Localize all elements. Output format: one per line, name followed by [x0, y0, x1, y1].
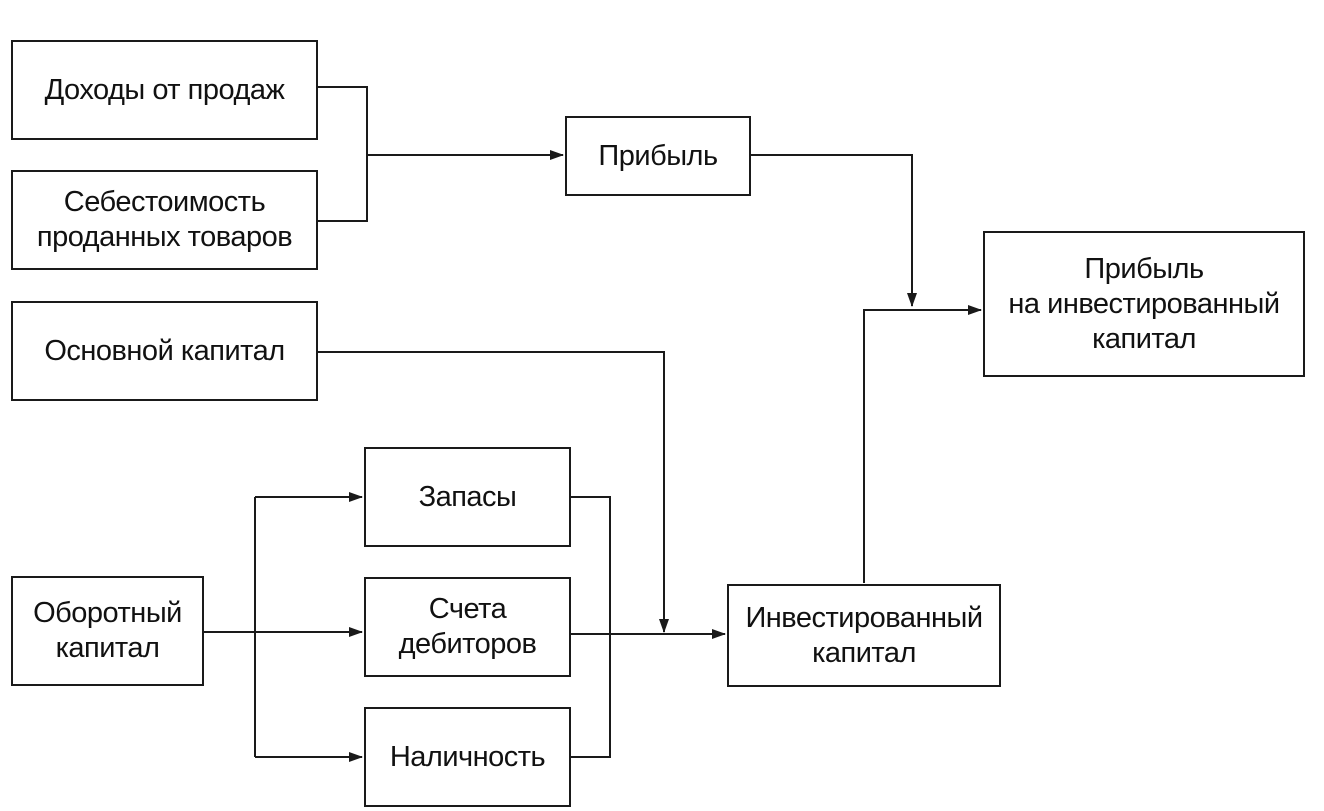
arrow-profit-down: [751, 154, 917, 307]
sales-income-box: Доходы от продаж: [11, 40, 318, 140]
receivables-box: Счета дебиторов: [364, 577, 571, 677]
working-capital-box: Оборотный капитал: [11, 576, 204, 686]
profit-label: Прибыль: [598, 139, 718, 172]
roi-line2: на инвестированный: [1008, 287, 1280, 320]
receivables-line2: дебиторов: [398, 628, 537, 660]
cash-label: Наличность: [389, 740, 546, 773]
working-capital-line1: Оборотный: [33, 597, 182, 629]
connector-sales-income: [318, 86, 368, 222]
roi-line3: капитал: [1092, 322, 1196, 355]
working-capital-line2: капитал: [55, 632, 160, 664]
fixed-capital-label: Основной капитал: [44, 334, 285, 367]
arrow-to-roi: [863, 305, 982, 583]
cost-of-goods-box: Себестоимость проданных товаров: [11, 170, 318, 270]
invested-capital-line1: Инвестированный: [745, 601, 983, 634]
profit-box: Прибыль: [565, 116, 751, 196]
cash-box: Наличность: [364, 707, 571, 807]
cost-of-goods-line2: проданных товаров: [36, 221, 293, 253]
inventory-label: Запасы: [418, 480, 517, 513]
connector-inventory-cash: [571, 496, 611, 758]
invested-capital-line2: капитал: [812, 636, 916, 669]
receivables-line1: Счета: [428, 593, 507, 625]
roi-line1: Прибыль: [1084, 252, 1204, 285]
roi-box: Прибыль на инвестированный капитал: [983, 231, 1305, 377]
invested-capital-box: Инвестированный капитал: [727, 584, 1001, 687]
sales-income-label: Доходы от продаж: [44, 73, 285, 106]
fixed-capital-box: Основной капитал: [11, 301, 318, 401]
arrow-fixed-capital-down: [318, 351, 669, 633]
inventory-box: Запасы: [364, 447, 571, 547]
cost-of-goods-line1: Себестоимость: [63, 186, 266, 218]
